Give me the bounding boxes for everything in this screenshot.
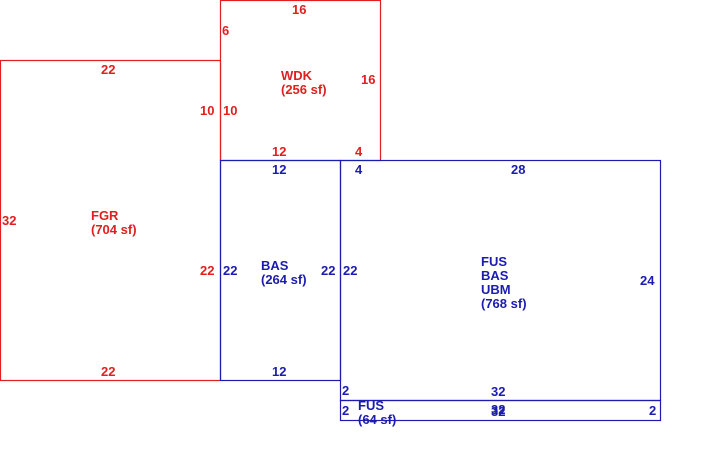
main-code-bas: BAS (481, 268, 509, 283)
fgr-bottom-dimension: 22 (101, 364, 115, 379)
strip-left-lower-dimension: 2 (342, 403, 349, 418)
bas-area-label: (264 sf) (261, 272, 307, 287)
strip-top-dimension: 32 (491, 402, 505, 417)
bas-top-dimension: 12 (272, 162, 286, 177)
fgr-area: FGR (704 sf) 22 32 22 22 (0, 59, 222, 382)
main-code-fus: FUS (481, 254, 507, 269)
fus-strip-area: FUS (64 sf) 2 2 32 32 2 (339, 383, 662, 427)
fgr-area-label: (704 sf) (91, 222, 137, 237)
strip-left-upper-dimension: 2 (342, 383, 349, 398)
bas-code-label: BAS (261, 258, 289, 273)
wdk-left-lower-outer-dimension: 10 (200, 103, 214, 118)
fgr-left-dimension: 32 (2, 213, 16, 228)
bas-bottom-dimension: 12 (272, 364, 286, 379)
bas-area: BAS (264 sf) 12 22 22 12 (219, 159, 342, 382)
wdk-bottom-right-dimension: 4 (355, 144, 363, 159)
fus-strip-code-label: FUS (358, 398, 384, 413)
bas-left-dimension: 22 (223, 263, 237, 278)
fgr-code-label: FGR (91, 208, 119, 223)
fus-strip-area-label: (64 sf) (358, 412, 396, 427)
wdk-left-upper-dimension: 6 (222, 23, 229, 38)
wdk-right-dimension: 16 (361, 72, 375, 87)
wdk-code-label: WDK (281, 68, 313, 83)
main-bottom-dimension: 32 (491, 384, 505, 399)
strip-bottom-dimension: 32 (491, 404, 505, 419)
main-right-dimension: 24 (640, 273, 655, 288)
strip-right-dimension: 2 (649, 403, 656, 418)
wdk-bottom-left-dimension: 12 (272, 144, 286, 159)
wdk-area: WDK (256 sf) 16 6 16 10 10 12 4 (200, 0, 382, 162)
main-top-dimension: 28 (511, 162, 525, 177)
main-area: FUS BAS UBM (768 sf) 4 28 22 24 32 (339, 159, 662, 402)
bas-right-dimension: 22 (321, 263, 335, 278)
fus-strip-outline (339, 399, 662, 422)
main-area-label: (768 sf) (481, 296, 527, 311)
main-top-left-dimension: 4 (355, 162, 363, 177)
main-left-dimension: 22 (343, 263, 357, 278)
wdk-top-dimension: 16 (292, 2, 306, 17)
fgr-top-dimension: 22 (101, 62, 115, 77)
wdk-left-lower-inner-dimension: 10 (223, 103, 237, 118)
main-code-ubm: UBM (481, 282, 511, 297)
wdk-area-label: (256 sf) (281, 82, 327, 97)
fgr-right-dimension: 22 (200, 263, 214, 278)
